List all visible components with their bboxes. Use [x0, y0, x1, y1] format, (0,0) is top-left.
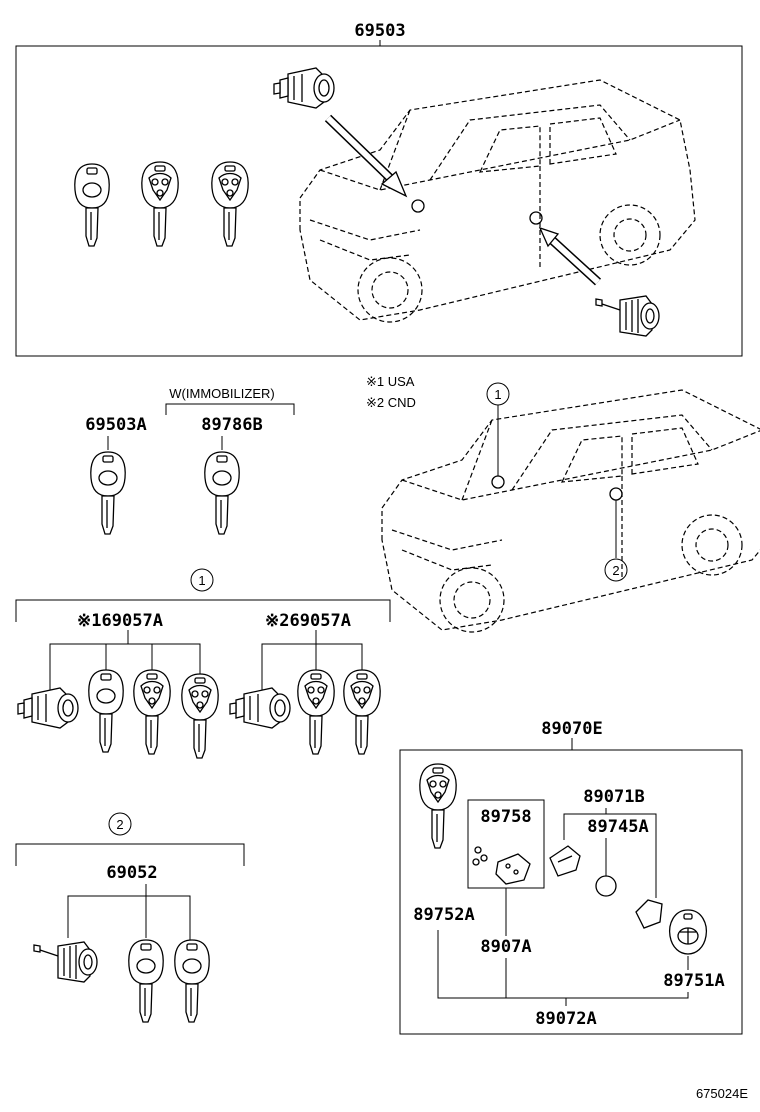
kit-box-69503: [15, 45, 743, 357]
arrow-icon: [538, 226, 602, 286]
remote-key-icon: [297, 669, 335, 755]
remote-key-icon: [419, 763, 457, 849]
part-number-89070E: 89070E: [541, 719, 602, 739]
part-number-8907A: 8907A: [480, 937, 531, 957]
ignition-cylinder-icon: [595, 295, 660, 337]
part-number-89758: 89758: [480, 807, 531, 827]
lock-cylinder-icon: [17, 687, 79, 729]
callout-2: 2: [612, 563, 619, 578]
callout-1: 1: [494, 387, 501, 402]
immobilizer-label: W(IMMOBILIZER): [169, 386, 274, 401]
ignition-cylinder-icon: [33, 941, 98, 983]
battery-icon: [595, 875, 617, 897]
key-icon: [128, 939, 164, 1023]
key-icon: [90, 451, 126, 535]
vehicle-outline-icon: [299, 79, 696, 323]
key-icon: [174, 939, 210, 1023]
remote-key-icon: [668, 909, 708, 955]
part-number-89786B: 89786B: [201, 415, 262, 435]
vehicle-outline-icon: [381, 389, 760, 633]
key-icon: [88, 669, 124, 753]
set-1-callout: 1: [198, 573, 205, 588]
part-number-89745A: 89745A: [587, 817, 648, 837]
lock-cylinder-icon: [229, 687, 291, 729]
remote-key-icon: [211, 161, 249, 247]
remote-key-icon: [133, 669, 171, 755]
key-icon: [204, 451, 240, 535]
part-number-69503: 69503: [354, 21, 405, 41]
key-icon: [74, 163, 110, 247]
part-number-69503A: 69503A: [85, 415, 146, 435]
remote-key-icon: [343, 669, 381, 755]
part-number-69052: 69052: [106, 863, 157, 883]
part-number-89072A: 89072A: [535, 1009, 596, 1029]
lock-cylinder-icon: [273, 67, 335, 109]
remote-key-icon: [181, 673, 219, 759]
note-cnd: ※2 CND: [366, 395, 416, 410]
diagram-id: 675024E: [696, 1086, 748, 1101]
remote-key-icon: [141, 161, 179, 247]
arrow-icon: [324, 114, 408, 198]
key-cover-icon: [635, 899, 663, 929]
part-number-89751A: 89751A: [663, 971, 724, 991]
part-number-69057A-usa: ※169057A: [77, 611, 163, 631]
part-number-89752A: 89752A: [413, 905, 474, 925]
note-usa: ※1 USA: [366, 374, 415, 389]
set-2-callout: 2: [116, 817, 123, 832]
part-number-89071B: 89071B: [583, 787, 644, 807]
kit-box-89070E: [399, 749, 743, 1035]
transmitter-board-icon: [472, 846, 531, 885]
part-number-69057A-cnd: ※269057A: [265, 611, 351, 631]
key-cover-icon: [549, 845, 581, 877]
